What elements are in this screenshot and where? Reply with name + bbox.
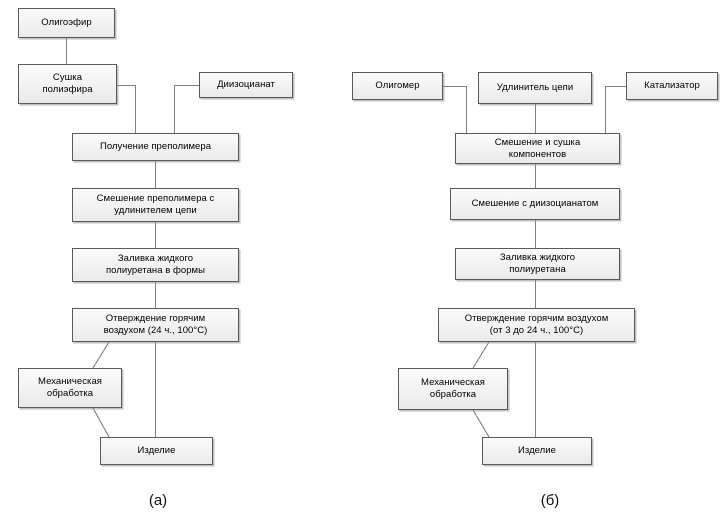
node-b-oligomer-label: Олигомер (375, 80, 420, 91)
edge-b-curing-to-machining (472, 341, 490, 369)
node-b-chain-extender[interactable]: Удлинитель цепи (478, 72, 592, 104)
edge-b-catalyst-to-mixingdrying (604, 85, 626, 133)
node-b-catalyst-label: Катализатор (644, 80, 700, 91)
node-a-product[interactable]: Изделие (100, 437, 213, 465)
node-a-oligoether-label: Олигоэфир (41, 17, 92, 28)
node-a-oligoether[interactable]: Олигоэфир (18, 8, 115, 38)
node-a-diisocyanate[interactable]: Диизоцианат (199, 72, 293, 98)
edge-b-machining-to-product (472, 409, 490, 438)
node-b-product[interactable]: Изделие (482, 437, 592, 465)
caption-diagram-a: (а) (148, 492, 168, 509)
node-a-diisocyanate-label: Диизоцианат (217, 79, 275, 90)
edge-a-machining-to-product (92, 407, 110, 438)
node-a-prepolymer-label: Получение преполимера (99, 141, 212, 152)
caption-diagram-b: (б) (540, 492, 560, 509)
edge-a-curing-to-machining (92, 341, 110, 369)
edge-b-oligomer-to-mixingdrying (443, 85, 468, 133)
node-b-curing[interactable]: Отверждение горячим воздухом(от 3 до 24 … (438, 308, 635, 342)
node-b-product-label: Изделие (518, 445, 556, 456)
node-b-chain-extender-label: Удлинитель цепи (496, 82, 574, 93)
node-a-prepolymer[interactable]: Получение преполимера (72, 133, 239, 161)
node-a-product-label: Изделие (137, 445, 176, 456)
edge-a-drying-to-prepolymer (117, 84, 137, 133)
node-b-curing-label: Отверждение горячим воздухом(от 3 до 24 … (464, 313, 609, 336)
node-b-mixing-diisocyanate-label: Смешение с диизоцианатом (471, 198, 599, 209)
node-b-catalyst[interactable]: Катализатор (626, 72, 718, 100)
node-b-mixing-diisocyanate[interactable]: Смешение с диизоцианатом (450, 188, 620, 220)
node-b-oligomer[interactable]: Олигомер (352, 72, 443, 100)
edge-a-diisocyanate-to-prepolymer (173, 84, 199, 133)
